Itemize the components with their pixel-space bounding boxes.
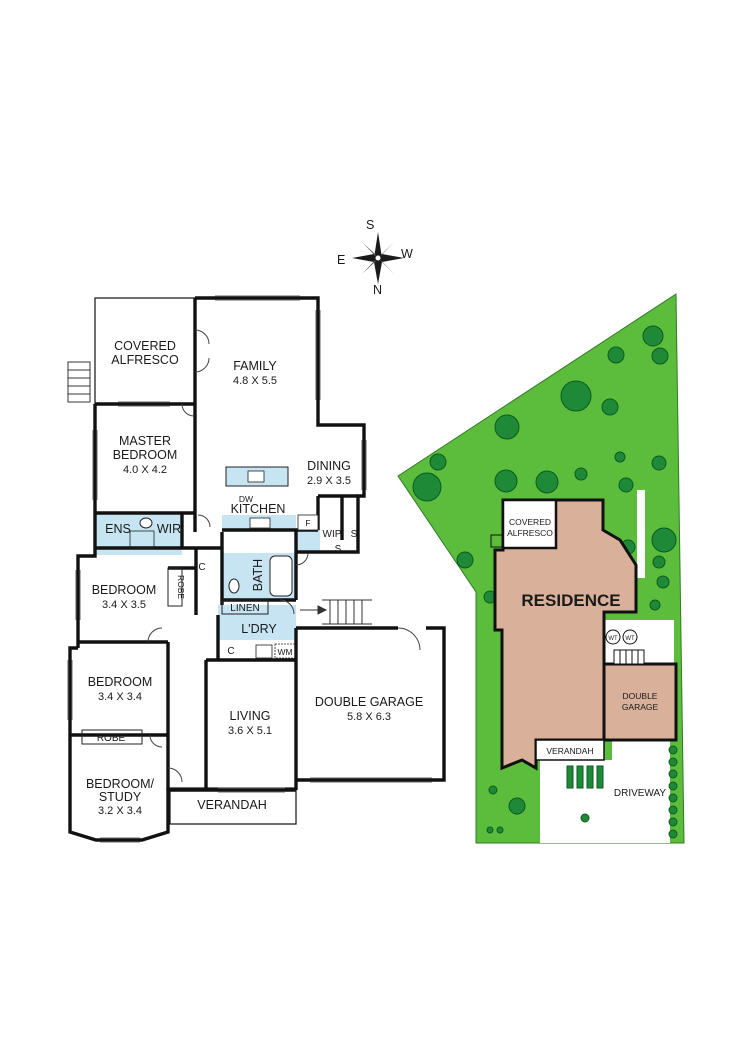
ensuite-shower xyxy=(129,530,155,549)
master-bedroom-label-2: BEDROOM xyxy=(113,448,178,462)
compass-n: N xyxy=(373,283,382,297)
site-alfresco-label-2: ALFRESCO xyxy=(507,528,553,538)
compass-e: E xyxy=(337,253,345,267)
bedroom-study-label-2: STUDY xyxy=(99,790,142,804)
water-tank-label-1: WT xyxy=(608,636,618,642)
floor-plan: COVERED ALFRESCO FAMILY 4.8 X 5.5 MASTER… xyxy=(67,295,446,843)
living-size: 3.6 X 5.1 xyxy=(228,725,272,737)
rear-path xyxy=(637,490,645,578)
linen-cupboard xyxy=(221,599,269,615)
bedroom-study-size: 3.2 X 3.4 xyxy=(98,805,142,817)
wir-label: WIR xyxy=(157,522,181,536)
water-tank-2 xyxy=(622,629,638,645)
site-alfresco xyxy=(501,498,558,550)
alfresco-label-1: COVERED xyxy=(114,339,176,353)
alfresco-label-2: ALFRESCO xyxy=(111,353,179,367)
site-side-stairs xyxy=(613,649,645,665)
cupboard-label-1: C xyxy=(198,562,205,573)
master-bedroom-size: 4.0 X 4.2 xyxy=(123,464,167,476)
site-plan: COVERED ALFRESCO RESIDENCE WT WT DOUBLE … xyxy=(397,293,685,844)
driveway-label: DRIVEWAY xyxy=(614,788,667,799)
site-verandah-label: VERANDAH xyxy=(546,746,593,756)
kitchen-sink xyxy=(247,470,265,483)
water-tank-label-2: WT xyxy=(625,636,635,642)
bedroom1-size: 3.4 X 3.5 xyxy=(102,599,146,611)
laundry-label: L'DRY xyxy=(241,622,277,636)
dining-label: DINING xyxy=(307,459,351,473)
fridge-label: F xyxy=(305,518,310,528)
bedroom-study-label-1: BEDROOM/ xyxy=(86,777,155,791)
robe-outline-1 xyxy=(167,567,183,607)
robe2-label: ROBE xyxy=(97,733,126,744)
master-bedroom-label-1: MASTER xyxy=(119,434,171,448)
bedroom2-size: 3.4 X 3.4 xyxy=(98,691,142,703)
site-alfresco-label-1: COVERED xyxy=(509,517,551,527)
store-label-1: S xyxy=(351,529,358,540)
residence-label: RESIDENCE xyxy=(521,591,620,610)
family-label: FAMILY xyxy=(233,359,277,373)
alfresco-stairs xyxy=(67,361,91,403)
garage-size: 5.8 X 6.3 xyxy=(347,711,391,723)
rear-stairs xyxy=(300,599,372,625)
water-tank-1 xyxy=(605,629,621,645)
site-verandah xyxy=(535,739,605,761)
fridge-space xyxy=(297,514,319,531)
driveway xyxy=(612,740,670,843)
wm-label: WM xyxy=(277,647,292,657)
bath-toilet xyxy=(228,578,240,594)
compass: S W E N xyxy=(337,218,413,297)
bedroom2-label: BEDROOM xyxy=(88,675,153,689)
bathtub xyxy=(269,555,293,597)
living-label: LIVING xyxy=(230,709,271,723)
garage-label: DOUBLE GARAGE xyxy=(315,695,423,709)
linen-label: LINEN xyxy=(230,603,259,614)
wet-area-fills xyxy=(96,513,320,640)
bedroom1-label: BEDROOM xyxy=(92,583,157,597)
verandah-label: VERANDAH xyxy=(197,798,266,812)
trees xyxy=(412,325,678,839)
robe1-label: ROBE xyxy=(176,575,186,599)
family-size: 4.8 X 5.5 xyxy=(233,375,277,387)
cupboard-label-2: C xyxy=(227,646,234,657)
site-garage-label-1: DOUBLE xyxy=(623,691,658,701)
laundry-tub xyxy=(255,644,273,659)
compass-s: S xyxy=(366,218,374,232)
ensuite-toilet xyxy=(139,517,153,529)
bath-label: BATH xyxy=(251,559,265,591)
compass-rose-icon xyxy=(352,232,404,284)
dw-label: DW xyxy=(239,494,253,504)
wip-label: WIP xyxy=(323,529,342,540)
dining-size: 2.9 X 3.5 xyxy=(307,475,351,487)
site-garage-label-2: GARAGE xyxy=(622,702,659,712)
windows xyxy=(67,295,432,843)
store-label-2: S xyxy=(335,544,342,555)
cooktop xyxy=(249,517,271,529)
ensuite-label: ENS xyxy=(105,522,131,536)
washing-machine xyxy=(274,643,296,659)
compass-w: W xyxy=(401,247,413,261)
site-alfresco-stairs xyxy=(490,534,504,548)
robe-outline-2 xyxy=(81,729,143,745)
kitchen-label: KITCHEN xyxy=(231,502,286,516)
doors xyxy=(147,329,421,783)
